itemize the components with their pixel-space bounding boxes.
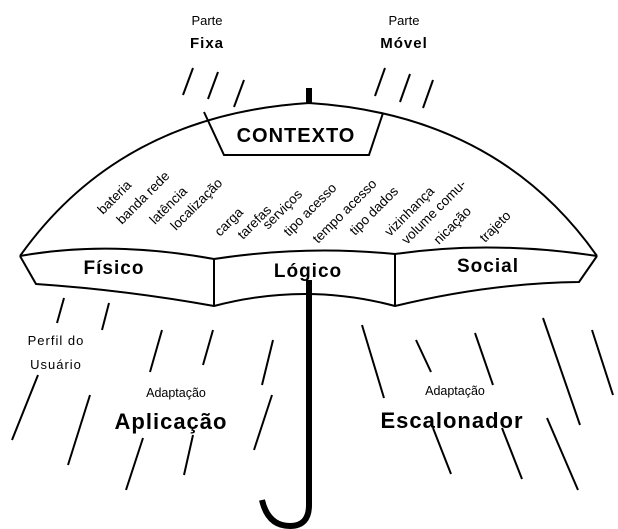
- context-title: CONTEXTO: [237, 125, 356, 147]
- rain-line: [432, 427, 452, 475]
- application-adaptation-small-label: Adaptação: [146, 386, 206, 400]
- mobile-part-label-line1: Parte: [388, 13, 419, 28]
- rain-line: [374, 67, 386, 97]
- context-items: bateria banda rede latência localização …: [95, 168, 514, 247]
- rain-line: [67, 394, 91, 466]
- rain-line: [415, 339, 432, 373]
- rain-line: [361, 324, 385, 399]
- rain-line: [207, 71, 219, 100]
- fixed-part-label-line1: Parte: [191, 13, 222, 28]
- rain-line: [542, 317, 581, 426]
- rain-line: [11, 374, 39, 441]
- rain-line: [474, 332, 494, 386]
- user-profile-label-line1: Perfil do: [28, 333, 85, 348]
- rain-line: [233, 79, 245, 108]
- user-profile-label-line2: Usuário: [30, 357, 82, 372]
- rain-line: [422, 79, 434, 109]
- mobile-part-label-line2: Móvel: [380, 35, 428, 52]
- scheduler-adaptation-small-label: Adaptação: [425, 384, 485, 398]
- scheduler-adaptation-label: Escalonador: [380, 408, 523, 433]
- band-label-fisico: Físico: [84, 258, 145, 279]
- rain-line: [399, 73, 411, 103]
- rain-line: [253, 394, 273, 451]
- rain-line: [182, 67, 194, 96]
- rain-line: [183, 434, 194, 476]
- rain-line: [101, 302, 110, 331]
- rain-line: [56, 297, 65, 324]
- umbrella-hook: [259, 499, 312, 529]
- band-bottom-edge: [19, 255, 598, 308]
- rain-line: [546, 417, 579, 491]
- umbrella-canopy: [19, 101, 598, 308]
- rain-line: [261, 339, 274, 386]
- fixed-part-label-line2: Fixa: [190, 35, 224, 52]
- rain-lines: [11, 67, 614, 491]
- rain-line: [591, 329, 614, 396]
- application-adaptation-label: Aplicação: [115, 409, 228, 434]
- rain-line: [149, 329, 163, 373]
- canopy-outline: [19, 101, 598, 257]
- rain-line: [125, 437, 144, 491]
- band-top-edge: [19, 246, 598, 261]
- band-label-logico: Lógico: [274, 261, 342, 282]
- rain-line: [202, 329, 214, 366]
- context-box: [203, 111, 384, 156]
- rain-line: [501, 427, 523, 480]
- context-item-trajeto: trajeto: [477, 208, 514, 245]
- umbrella-handle: [259, 280, 312, 529]
- band-label-social: Social: [457, 256, 519, 277]
